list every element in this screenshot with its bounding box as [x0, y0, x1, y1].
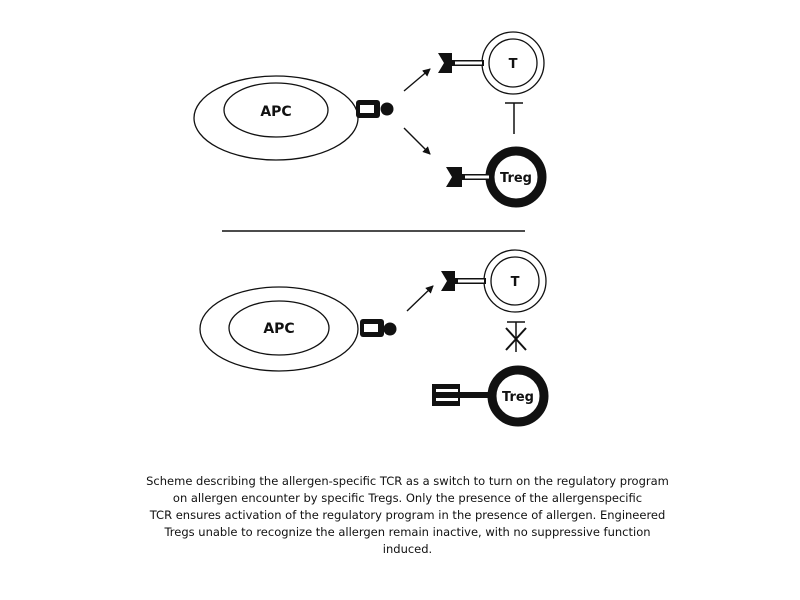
mhc-allergen-complex-bottom — [360, 319, 397, 337]
caption-line: Tregs unable to recognize the allergen r… — [164, 525, 651, 539]
blocked-inhibition-symbol — [505, 321, 527, 352]
treg-label-bottom: Treg — [502, 390, 534, 405]
mhc-allergen-complex-top — [356, 100, 394, 118]
t-cell-bottom: T — [483, 249, 547, 313]
caption-line: induced. — [382, 542, 433, 556]
arrow-apc-to-t-top — [403, 68, 431, 92]
treg-cell-bottom: Treg — [487, 365, 549, 427]
treg-label-top: Treg — [500, 171, 532, 186]
arrow-apc-to-t-bottom — [406, 285, 434, 312]
treg-cell-top: Treg — [485, 146, 547, 208]
t-cell-top: T — [481, 31, 545, 95]
tcr-t-bottom — [441, 271, 486, 291]
caption-line: TCR ensures activation of the regulatory… — [149, 508, 666, 522]
apc-cell-bottom: APC — [199, 286, 359, 372]
apc-label-bottom: APC — [263, 321, 294, 337]
caption-line: Scheme describing the allergen-specific … — [146, 474, 669, 488]
receptor-treg-bottom — [432, 384, 490, 406]
figure-caption: Scheme describing the allergen-specific … — [120, 473, 695, 558]
apc-label-top: APC — [260, 104, 291, 120]
arrow-apc-to-treg-top — [403, 127, 431, 155]
t-label-top: T — [509, 57, 518, 72]
t-label-bottom: T — [511, 275, 520, 290]
inhibition-symbol-top — [505, 102, 523, 134]
tcr-t-top — [438, 53, 484, 73]
caption-line: on allergen encounter by specific Tregs.… — [172, 491, 643, 505]
apc-cell-top: APC — [193, 75, 359, 161]
tcr-treg-top — [446, 167, 490, 187]
top-panel: APC T Treg — [193, 31, 547, 208]
bottom-panel: APC T Treg — [199, 249, 549, 427]
